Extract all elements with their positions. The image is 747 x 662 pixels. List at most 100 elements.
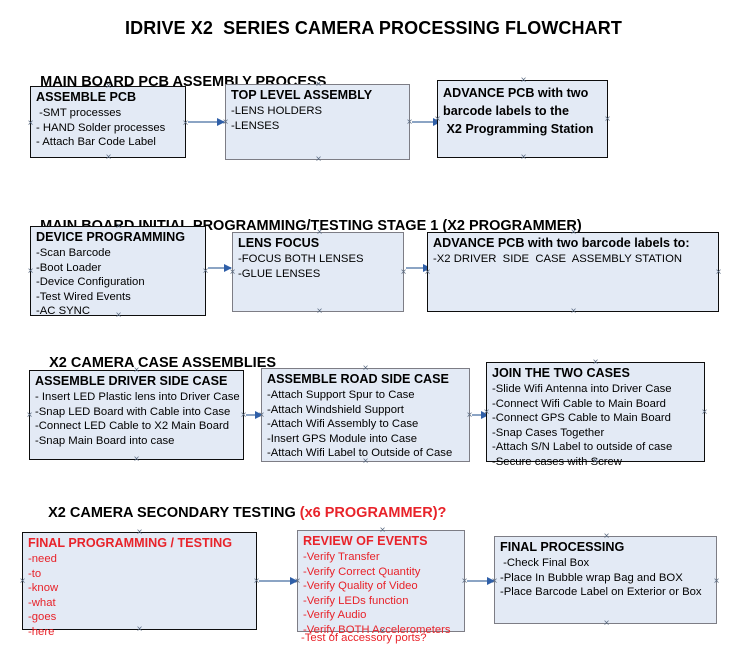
list-item: -Insert GPS Module into Case <box>267 432 418 445</box>
box-item-list: -Verify Transfer -Verify Correct Quantit… <box>298 550 464 638</box>
list-item: -need <box>28 553 57 565</box>
connection-handle-top[interactable] <box>378 526 387 535</box>
list-item: -Verify Transfer <box>303 551 380 563</box>
list-item: -AC SYNC <box>36 305 90 318</box>
box-assemble-driver-side-case[interactable]: ASSEMBLE DRIVER SIDE CASE - Insert LED P… <box>29 370 244 460</box>
list-item: -Secure cases with Screw <box>492 455 622 468</box>
review-overflow-item: -Test of accessory ports? <box>301 632 427 644</box>
connection-handle-top[interactable] <box>114 222 123 231</box>
list-item: -to <box>28 567 42 580</box>
box-assemble-pcb[interactable]: ASSEMBLE PCB -SMT processes - HAND Solde… <box>30 86 186 158</box>
box-review-of-events[interactable]: REVIEW OF EVENTS -Verify Transfer -Verif… <box>297 530 465 636</box>
connection-handle-left[interactable] <box>293 577 302 586</box>
connection-handle-bottom[interactable] <box>104 153 113 162</box>
box-advance-pcb-driver-side[interactable]: ADVANCE PCB with two barcode labels to: … <box>427 232 719 312</box>
connection-handle-top[interactable] <box>519 76 528 85</box>
box-final-processing[interactable]: FINAL PROCESSING -Check Final Box -Place… <box>494 536 717 624</box>
connection-handle-left[interactable] <box>221 118 230 127</box>
box-top-level-assembly[interactable]: TOP LEVEL ASSEMBLY -LENS HOLDERS -LENSES <box>225 84 410 160</box>
connection-handle-left[interactable] <box>482 408 491 417</box>
connection-handle-bottom[interactable] <box>569 307 578 316</box>
list-item: -Slide Wifi Antenna into Driver Case <box>492 383 672 395</box>
connection-handle-right[interactable] <box>399 268 408 277</box>
list-item: - Attach Bar Code Label <box>36 136 156 149</box>
box-item-list: -Attach Support Spur to Case -Attach Win… <box>262 388 469 461</box>
list-item: -know <box>28 582 59 595</box>
box-join-the-two-cases[interactable]: JOIN THE TWO CASES -Slide Wifi Antenna i… <box>486 362 705 468</box>
connection-handle-bottom[interactable] <box>132 455 141 464</box>
list-item: -LENSES <box>231 119 280 132</box>
connection-handle-bottom[interactable] <box>315 307 324 316</box>
box-final-programming-testing[interactable]: FINAL PROGRAMMING / TESTING -need -to -k… <box>22 532 257 638</box>
box-device-programming[interactable]: DEVICE PROGRAMMING -Scan Barcode -Boot L… <box>30 226 206 318</box>
list-item: -Snap LED Board with Cable into Case <box>35 405 231 418</box>
connection-handle-bottom[interactable] <box>361 457 370 466</box>
box-item-list: -Check Final Box -Place In Bubble wrap B… <box>495 556 716 600</box>
list-item: -Check Final Box <box>500 557 590 569</box>
section-heading-3: X2 CAMERA CASE ASSEMBLIES <box>33 339 276 387</box>
list-item: -Attach S/N Label to outside of case <box>492 441 673 454</box>
box-title: REVIEW OF EVENTS <box>303 534 428 548</box>
connection-handle-left[interactable] <box>490 577 499 586</box>
list-item: -Connect GPS Cable to Main Board <box>492 412 671 425</box>
connection-handle-bottom[interactable] <box>602 619 611 628</box>
list-item: -what <box>28 596 56 609</box>
connection-handle-left[interactable] <box>423 268 432 277</box>
connection-handle-right[interactable] <box>603 115 612 124</box>
connection-handle-left[interactable] <box>25 411 34 420</box>
connection-handle-top[interactable] <box>361 364 370 373</box>
list-item: -Scan Barcode <box>36 247 111 259</box>
section-heading-4-text: X2 CAMERA SECONDARY TESTING <box>48 505 300 521</box>
box-title: ADVANCE PCB with two barcode labels to: <box>433 236 690 250</box>
connection-handle-top[interactable] <box>591 358 600 367</box>
box-title: LENS FOCUS <box>238 236 320 250</box>
connection-handle-top[interactable] <box>314 80 323 89</box>
connection-handle-left[interactable] <box>228 268 237 277</box>
list-item: -Place In Bubble wrap Bag and BOX <box>500 571 683 584</box>
connection-handle-left[interactable] <box>433 115 442 124</box>
box-item-list: -X2 DRIVER SIDE CASE ASSEMBLY STATION <box>428 252 718 267</box>
connection-handle-top[interactable] <box>132 366 141 375</box>
connection-handle-top[interactable] <box>569 228 578 237</box>
section-heading-4: X2 CAMERA SECONDARY TESTING (x6 PROGRAMM… <box>32 489 446 537</box>
list-item: -here <box>28 625 55 638</box>
connection-handle-bottom[interactable] <box>114 311 123 320</box>
box-lens-focus[interactable]: LENS FOCUS -FOCUS BOTH LENSES -GLUE LENS… <box>232 232 404 312</box>
box-title: FINAL PROGRAMMING / TESTING <box>28 536 233 550</box>
connection-handle-right[interactable] <box>700 408 709 417</box>
connection-handle-left[interactable] <box>26 119 35 128</box>
box-assemble-road-side-case[interactable]: ASSEMBLE ROAD SIDE CASE -Attach Support … <box>261 368 470 462</box>
connection-handle-left[interactable] <box>257 411 266 420</box>
box-title: JOIN THE TWO CASES <box>492 366 630 380</box>
connection-handle-right[interactable] <box>712 577 721 586</box>
connection-handle-top[interactable] <box>315 228 324 237</box>
list-item: -Verify Correct Quantity <box>303 565 421 578</box>
connection-handle-left[interactable] <box>18 577 27 586</box>
list-item: -Attach Wifi Assembly to Case <box>267 418 419 431</box>
section-heading-4-accent: (x6 PROGRAMMER)? <box>299 505 447 521</box>
list-item: -Verify BOTH Accelerometers <box>303 623 451 636</box>
list-item: -FOCUS BOTH LENSES <box>238 253 364 265</box>
list-item: -X2 DRIVER SIDE CASE ASSEMBLY STATION <box>433 253 683 265</box>
connection-handle-bottom[interactable] <box>591 457 600 466</box>
list-item: -Verify Audio <box>303 609 367 622</box>
page-title: IDRIVE X2 SERIES CAMERA PROCESSING FLOWC… <box>125 18 622 38</box>
box-advance-pcb-station[interactable]: ADVANCE PCB with two barcode labels to t… <box>437 80 608 158</box>
connection-handle-top[interactable] <box>104 82 113 91</box>
list-item: -Attach Support Spur to Case <box>267 389 415 401</box>
box-title: DEVICE PROGRAMMING <box>36 230 186 244</box>
connection-handle-bottom[interactable] <box>519 153 528 162</box>
box-title: ASSEMBLE PCB <box>36 90 137 104</box>
connection-handle-bottom[interactable] <box>314 155 323 164</box>
box-title: FINAL PROCESSING <box>500 540 625 554</box>
list-item: -Attach Windshield Support <box>267 403 404 416</box>
box-item-list: -Slide Wifi Antenna into Driver Case -Co… <box>487 382 704 470</box>
connection-handle-right[interactable] <box>714 268 723 277</box>
list-item: -Snap Main Board into case <box>35 434 175 447</box>
connection-handle-bottom[interactable] <box>135 625 144 634</box>
connection-handle-top[interactable] <box>602 532 611 541</box>
list-item: -LENS HOLDERS <box>231 105 323 117</box>
connection-handle-top[interactable] <box>135 528 144 537</box>
connection-handle-left[interactable] <box>26 267 35 276</box>
